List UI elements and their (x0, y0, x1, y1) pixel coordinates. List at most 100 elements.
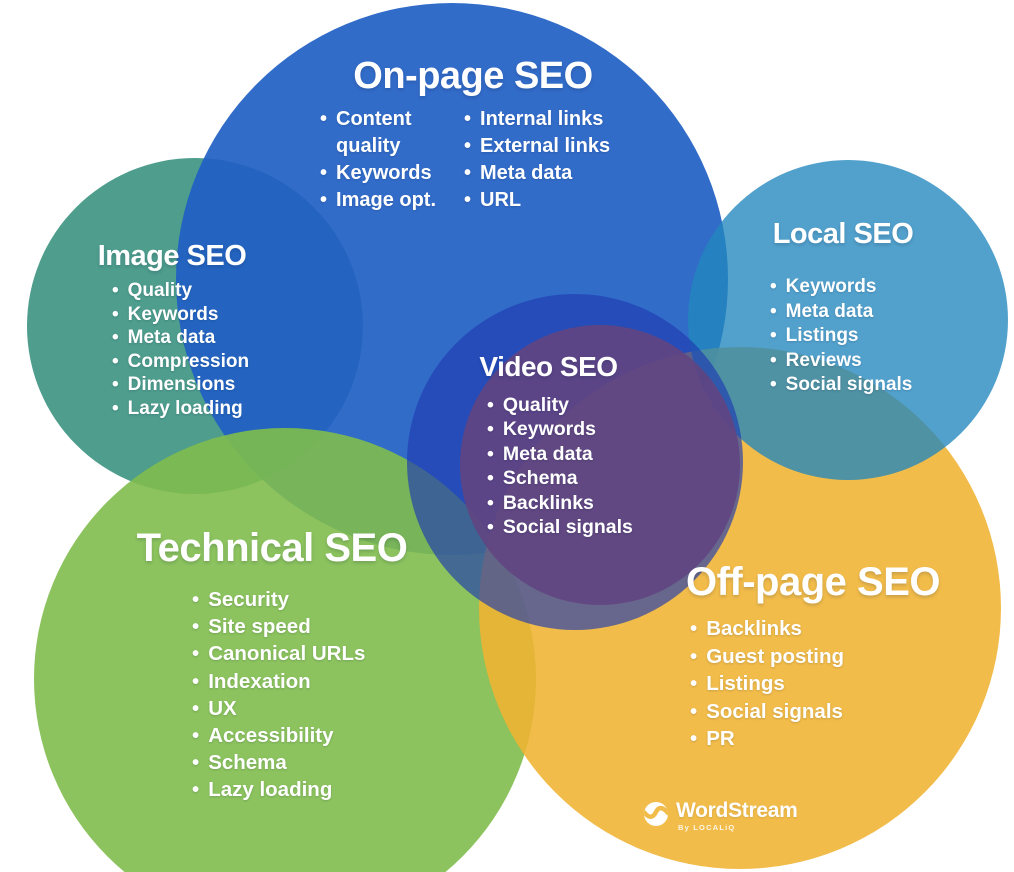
bullet-dot-icon: • (690, 672, 698, 696)
local-seo-circle (688, 160, 1008, 480)
bullet-dot-icon: • (464, 162, 472, 184)
bullet-item: •Indexation (192, 668, 365, 695)
bullet-item: •Accessibility (192, 722, 365, 749)
bullet-dot-icon: • (770, 300, 777, 322)
onpage-seo-lists: •Content quality•Keywords•Image opt. •In… (320, 106, 644, 214)
bullet-dot-icon: • (770, 276, 777, 297)
local-seo-title: Local SEO (772, 218, 914, 250)
bullet-item: • Social signals (487, 515, 633, 539)
bullet-item: •Quality (487, 393, 633, 417)
bullet-item: •Reviews (770, 349, 912, 374)
onpage-seo-list-col2: •Internal links•External links•Meta data… (464, 106, 644, 214)
bullet-text: PR (706, 727, 735, 751)
bullet-text: Listings (706, 672, 785, 696)
bullet-dot-icon: • (487, 418, 494, 441)
bullet-item: •Security (192, 586, 365, 613)
bullet-item: •Keywords (112, 303, 249, 327)
bullet-dot-icon: • (320, 162, 328, 184)
bullet-dot-icon: • (112, 327, 119, 348)
bullet-item: •Keywords (487, 417, 633, 441)
video-seo-title: Video SEO (479, 351, 618, 382)
bullet-text: Compression (127, 350, 250, 372)
bullet-item: • Lazy loading (192, 776, 365, 803)
bullet-dot-icon: • (112, 397, 119, 419)
bullet-dot-icon: • (487, 442, 494, 465)
bullet-dot-icon: • (112, 374, 119, 395)
bullet-text: URL (480, 189, 522, 211)
bullet-item: • Schema (192, 749, 365, 776)
bullet-item: •Site speed (192, 613, 365, 640)
bullet-dot-icon: • (690, 617, 698, 640)
bullet-dot-icon: • (690, 699, 698, 723)
wordstream-brand: WordStream (676, 799, 798, 822)
bullet-text: Schema (502, 467, 578, 490)
bullet-text: Backlinks (706, 617, 802, 640)
bullet-text: Canonical URLs (208, 642, 366, 666)
bullet-text: Indexation (208, 669, 311, 693)
bullet-item: •PR (690, 725, 844, 753)
bullet-dot-icon: • (192, 696, 200, 720)
technical-seo-circle (34, 428, 536, 872)
bullet-item: •Content quality (320, 106, 458, 160)
wordstream-logo: WordStream By LOCALiQ (642, 799, 798, 832)
bullet-text: Listings (785, 325, 859, 347)
image-seo-list: •Quality•Keywords•Meta data•Compression•… (112, 279, 249, 420)
bullet-text: Lazy loading (208, 778, 333, 802)
bullet-text: Guest posting (706, 644, 844, 668)
bullet-text: Quality (127, 280, 193, 301)
video-seo-circle (407, 294, 743, 630)
bullet-text: UX (208, 696, 237, 720)
bullet-text: Meta data (502, 442, 593, 465)
bullet-item: •Image opt. (320, 187, 458, 214)
bullet-item: •Guest posting (690, 643, 844, 671)
bullet-item: • Meta data (487, 442, 633, 466)
bullet-dot-icon: • (192, 751, 200, 775)
bullet-text: Reviews (785, 349, 862, 371)
video-seo-list: •Quality•Keywords•Meta data•Schema•Backl… (487, 393, 633, 539)
bullet-dot-icon: • (192, 642, 200, 666)
bullet-dot-icon: • (464, 108, 472, 130)
bullet-dot-icon: • (770, 374, 777, 396)
bullet-text: Social signals (502, 516, 633, 539)
wordstream-wave-icon (644, 802, 668, 826)
bullet-item: • Internal links (464, 106, 644, 133)
bullet-text: Keywords (336, 162, 432, 184)
offpage-seo-title: Off-page SEO (685, 560, 941, 604)
bullet-dot-icon: • (487, 394, 494, 416)
bullet-text: Meta data (480, 162, 573, 184)
bullet-dot-icon: • (320, 108, 328, 130)
bullet-dot-icon: • (192, 615, 200, 639)
bullet-text: Meta data (127, 327, 216, 348)
offpage-seo-list: •Backlinks•Guest posting•Listings•Social… (690, 615, 844, 753)
bullet-item: •Listings (770, 324, 912, 349)
bullet-item: •URL (464, 187, 644, 214)
onpage-seo-title: On-page SEO (353, 55, 593, 97)
bullet-item: •Backlinks (487, 491, 633, 515)
bullet-text: Internal links (480, 108, 604, 130)
bullet-text: Meta data (785, 300, 874, 322)
bullet-text: Schema (208, 751, 287, 775)
bullet-item: • Backlinks (690, 615, 844, 643)
bullet-dot-icon: • (112, 303, 119, 325)
bullet-dot-icon: • (112, 350, 119, 372)
bullet-item: • Dimensions (112, 373, 249, 397)
bullet-item: • Social signals (690, 698, 844, 726)
bullet-item: • Canonical URLs (192, 640, 365, 667)
bullet-text: Keywords (785, 276, 877, 297)
bullet-item: • Keywords (320, 160, 458, 187)
bullet-dot-icon: • (112, 280, 119, 301)
bullet-dot-icon: • (192, 778, 200, 802)
bullet-text: Dimensions (127, 374, 236, 395)
bullet-item: • Meta data (464, 160, 644, 187)
bullet-dot-icon: • (487, 516, 494, 539)
local-seo-list: •Keywords•Meta data•Listings•Reviews•Soc… (770, 275, 912, 398)
bullet-text: Social signals (706, 699, 843, 723)
bullet-item: •Social signals (770, 373, 912, 398)
bullet-item: • Meta data (112, 326, 249, 350)
bullet-item: •External links (464, 133, 644, 160)
image-seo-title: Image SEO (97, 240, 247, 272)
bullet-dot-icon: • (487, 491, 494, 514)
wordstream-byline: By LOCALiQ (678, 823, 736, 832)
